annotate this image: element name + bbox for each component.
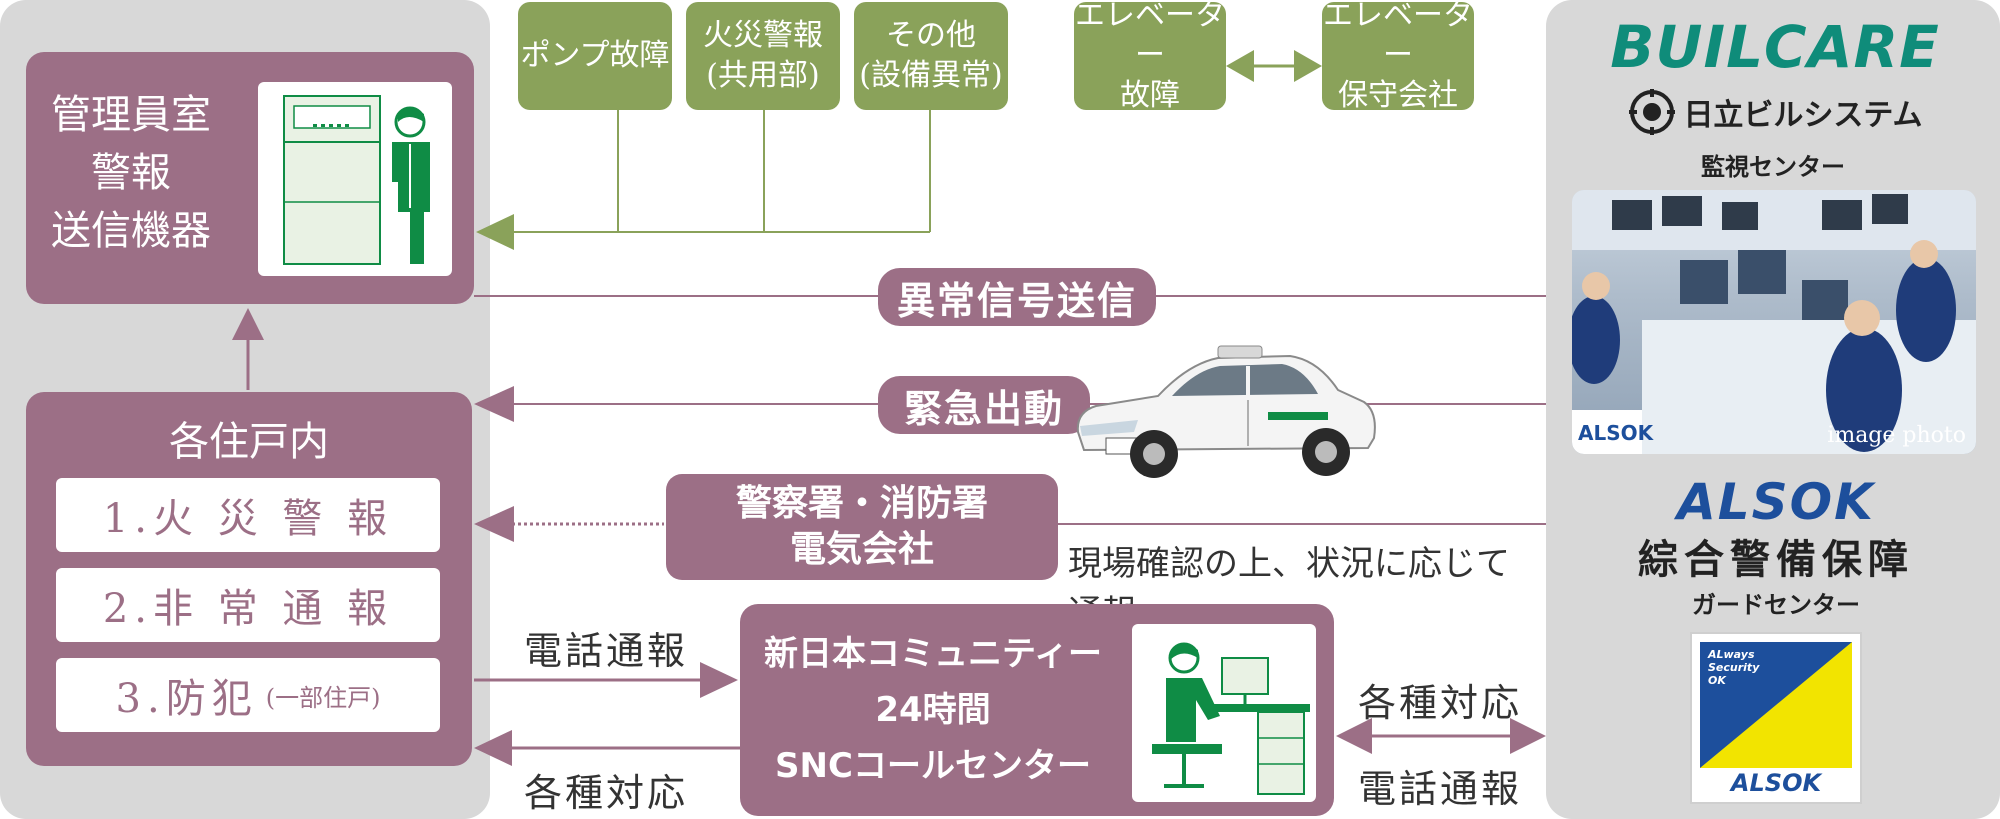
electric-company-line: 電気会社 bbox=[789, 529, 934, 570]
various-response-left: 各種対応 bbox=[524, 771, 689, 815]
emergency-dispatch-label: 緊急出動 bbox=[878, 376, 1090, 434]
hitachi-name: 日立ビルシステム bbox=[1683, 98, 1923, 133]
monitoring-room-scene-icon: ALSOK bbox=[1572, 190, 1976, 454]
residence-item-emergency-report: 2.非 常 通 報 bbox=[56, 568, 440, 642]
hitachi-emblem-icon bbox=[1629, 89, 1676, 135]
photo-caption: image photo bbox=[1827, 423, 1966, 448]
badge-brand: ALSOK bbox=[1730, 769, 1822, 797]
patrol-car-icon bbox=[1076, 345, 1376, 478]
elevator-fault-box: エレベーター 故障 bbox=[1074, 0, 1226, 113]
alsok-badge: ALways Security OK ALSOK bbox=[1690, 632, 1862, 804]
residence-item-note: (一部住戸) bbox=[265, 683, 381, 712]
svg-text:ALSOK: ALSOK bbox=[1578, 421, 1655, 445]
abnormal-signal-label: 異常信号送信 bbox=[878, 268, 1156, 326]
alarm-pump-failure: ポンプ故障 bbox=[518, 2, 672, 110]
residence-item-label: 3.防犯 bbox=[115, 676, 258, 722]
phone-report-left: 電話通報 bbox=[524, 629, 689, 673]
call-center-line-2: 24時間 bbox=[875, 690, 991, 730]
buil-logo: BUILCARE bbox=[1610, 13, 1940, 81]
alarm-other-equipment: その他 (設備異常) bbox=[854, 2, 1008, 110]
alarm-panel-illustration bbox=[258, 82, 452, 276]
police-fire-line: 警察署・消防署 bbox=[735, 483, 988, 524]
residence-box: 各住戸内 1.火 災 警 報 2.非 常 通 報 3.防犯 (一部住戸) bbox=[26, 392, 472, 766]
elevator-maintenance-box: エレベーター 保守会社 bbox=[1322, 0, 1474, 113]
report-note: 現場確認の上、状況に応じて通報 bbox=[1068, 544, 1510, 633]
alsok-logo: ALSOK bbox=[1677, 473, 1875, 531]
operator-at-panel-icon bbox=[283, 95, 430, 265]
alsok-badge-graphic bbox=[1700, 642, 1852, 796]
call-center-label: 新日本コミュニティー 24時間 SNCコールセンター bbox=[740, 604, 1126, 816]
manager-room-line-2: 警報 bbox=[91, 150, 171, 196]
manager-room-label: 管理員室 警報 送信機器 bbox=[36, 86, 226, 260]
manager-room-line-1: 管理員室 bbox=[51, 92, 211, 138]
guard-center-label: ガードセンター bbox=[1692, 590, 1860, 619]
residence-item-label: 1.火 災 警 報 bbox=[102, 496, 394, 542]
police-fire-electric-box: 警察署・消防署 電気会社 bbox=[666, 474, 1058, 580]
residence-item-crime-prevention: 3.防犯 (一部住戸) bbox=[56, 658, 440, 732]
hitachi-row: 日立ビルシステム bbox=[1616, 86, 1936, 138]
call-center-line-3: SNCコールセンター bbox=[775, 746, 1091, 786]
monitor-center-label: 監視センター bbox=[1701, 152, 1845, 181]
various-response-right: 各種対応 bbox=[1358, 681, 1523, 725]
residence-item-label: 2.非 常 通 報 bbox=[102, 586, 394, 632]
badge-tagline: ALways Security OK bbox=[1708, 648, 1760, 687]
alarm-fire-common-area: 火災警報 (共用部) bbox=[686, 2, 840, 110]
call-center-box: 新日本コミュニティー 24時間 SNCコールセンター bbox=[740, 604, 1334, 816]
residence-item-fire-alarm: 1.火 災 警 報 bbox=[56, 478, 440, 552]
manager-room-line-3: 送信機器 bbox=[51, 208, 211, 254]
monitoring-room-photo: ALSOK image photo bbox=[1572, 190, 1976, 454]
call-center-line-1: 新日本コミュニティー bbox=[764, 634, 1102, 674]
residence-title: 各住戸内 bbox=[169, 419, 329, 465]
phone-report-right: 電話通報 bbox=[1358, 767, 1523, 811]
desk-operator-icon bbox=[1152, 642, 1310, 795]
alsok-company-name: 綜合警備保障 bbox=[1638, 537, 1914, 583]
manager-room-box: 管理員室 警報 送信機器 bbox=[26, 52, 474, 304]
operator-illustration bbox=[1132, 624, 1316, 802]
